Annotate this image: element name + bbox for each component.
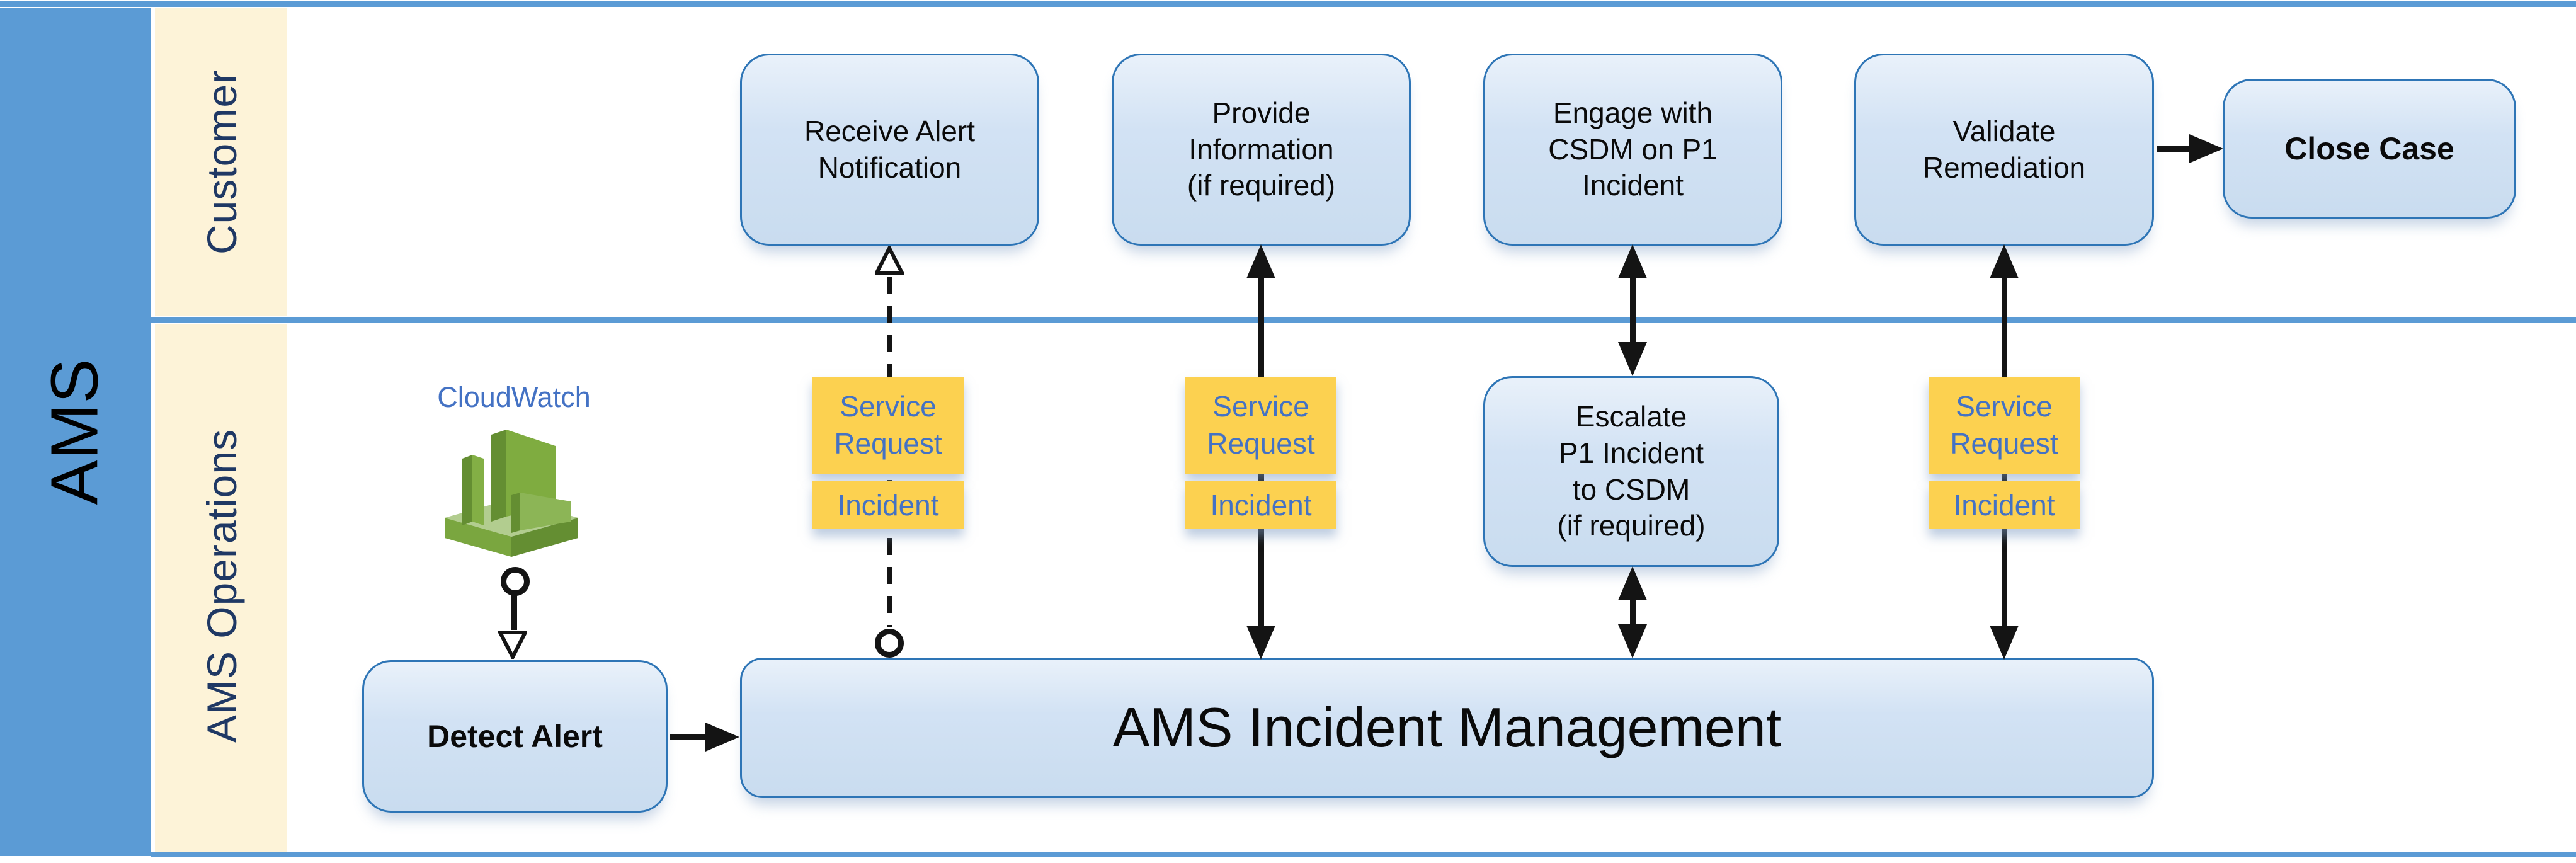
cloudwatch-label: CloudWatch bbox=[437, 381, 591, 413]
task-validate-remediation: Validate Remediation bbox=[1854, 54, 2154, 246]
circle-connector-end-icon bbox=[875, 629, 904, 658]
cloudwatch-icon bbox=[445, 430, 578, 557]
filled-arrowhead-right-icon bbox=[2189, 134, 2223, 163]
tag-service-request: Service Request bbox=[1185, 377, 1336, 474]
tag-incident: Incident bbox=[1929, 481, 2080, 529]
bottom-border-line bbox=[151, 852, 2576, 857]
pool-label: AMS bbox=[37, 358, 112, 505]
pool-bar bbox=[0, 8, 151, 856]
filled-arrowhead-down-icon bbox=[1246, 626, 1275, 660]
task-ams-incident-management: AMS Incident Management bbox=[740, 658, 2154, 798]
lane-divider-line bbox=[151, 317, 2576, 323]
open-triangle-up-arrowhead-icon bbox=[875, 246, 904, 275]
task-receive-alert-notification: Receive Alert Notification bbox=[740, 54, 1039, 246]
tag-incident: Incident bbox=[812, 481, 964, 529]
task-escalate-p1-incident: Escalate P1 Incident to CSDM (if require… bbox=[1483, 376, 1779, 567]
filled-arrowhead-down-icon bbox=[1618, 624, 1647, 658]
open-triangle-down-arrowhead-icon bbox=[498, 631, 527, 659]
filled-arrowhead-up-icon bbox=[1618, 566, 1647, 600]
filled-arrowhead-down-icon bbox=[1990, 626, 2019, 660]
filled-arrowhead-up-icon bbox=[1246, 244, 1275, 278]
connector-cloudwatch-shaft bbox=[511, 595, 517, 630]
tag-service-request: Service Request bbox=[1929, 377, 2080, 474]
top-border-line bbox=[0, 1, 2576, 7]
lane-customer-header bbox=[155, 8, 287, 316]
connector-escalate-ams-shaft bbox=[1630, 589, 1636, 631]
filled-arrowhead-down-icon bbox=[1618, 342, 1647, 376]
filled-arrowhead-right-icon bbox=[705, 723, 739, 752]
lane-ams-operations-header bbox=[155, 324, 287, 852]
task-close-case: Close Case bbox=[2223, 79, 2516, 219]
task-engage-csdm: Engage with CSDM on P1 Incident bbox=[1483, 54, 1782, 246]
tag-service-request: Service Request bbox=[812, 377, 964, 474]
filled-arrowhead-up-icon bbox=[1990, 244, 2019, 278]
connector-validate-to-close-shaft bbox=[2157, 146, 2193, 152]
circle-connector-start-icon bbox=[501, 567, 530, 596]
task-provide-information: Provide Information (if required) bbox=[1112, 54, 1411, 246]
connector-detect-to-ams-shaft bbox=[670, 734, 709, 740]
filled-arrowhead-up-icon bbox=[1618, 244, 1647, 278]
lane-customer-label: Customer bbox=[198, 69, 245, 255]
connector-engage-escalate-shaft bbox=[1630, 267, 1636, 350]
tag-incident: Incident bbox=[1185, 481, 1336, 529]
lane-ams-operations-label: AMS Operations bbox=[198, 428, 245, 743]
task-detect-alert: Detect Alert bbox=[362, 660, 668, 813]
